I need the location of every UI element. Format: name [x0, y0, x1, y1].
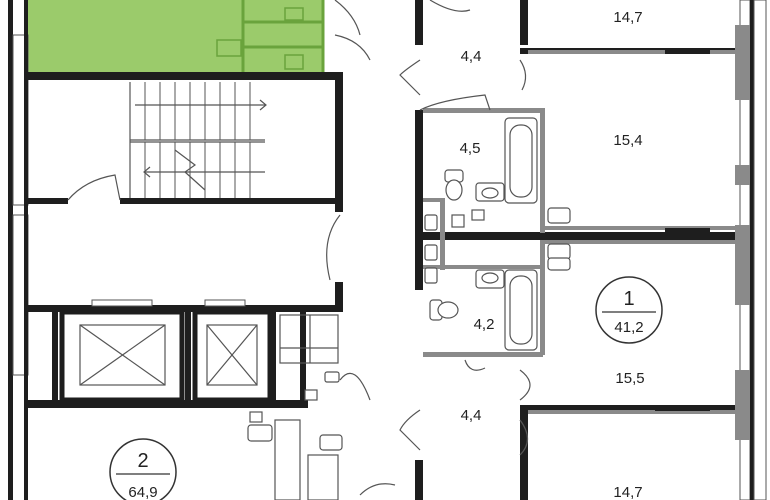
room-area-label: 15,5 — [615, 370, 644, 387]
elevator-left — [59, 299, 185, 403]
highlighted-bath[interactable] — [243, 0, 323, 72]
core-walls — [28, 0, 745, 500]
staircase — [129, 82, 267, 198]
room-area-label: 4,4 — [461, 407, 482, 424]
unit-area: 41,2 — [614, 319, 643, 336]
unit-badge-2[interactable]: 2 64,9 — [109, 438, 177, 500]
room-area-label: 14,7 — [613, 484, 642, 500]
unit-area: 64,9 — [128, 484, 157, 500]
doors — [67, 0, 531, 496]
room-area-label: 14,7 — [613, 9, 642, 26]
unit-number: 1 — [623, 288, 634, 310]
room-area-label: 15,4 — [613, 132, 642, 149]
highlighted-bath-lines — [216, 0, 325, 72]
window-bars — [655, 48, 710, 411]
bath-fixtures-mid — [424, 207, 571, 351]
partition-walls — [423, 50, 748, 414]
right-facade — [735, 0, 767, 500]
unit-number: 2 — [137, 450, 148, 472]
elevator-right — [192, 299, 273, 403]
room-area-label: 4,5 — [460, 140, 481, 157]
room-area-label: 4,4 — [461, 48, 482, 65]
bath-fixtures-bottom — [247, 371, 343, 451]
bath-fixtures-top — [444, 117, 538, 204]
room-area-label: 4,2 — [474, 316, 495, 333]
highlighted-room[interactable] — [28, 0, 243, 72]
unit-badge-1[interactable]: 1 41,2 — [595, 276, 663, 344]
utility-shafts — [274, 314, 339, 500]
left-facade — [8, 0, 29, 500]
